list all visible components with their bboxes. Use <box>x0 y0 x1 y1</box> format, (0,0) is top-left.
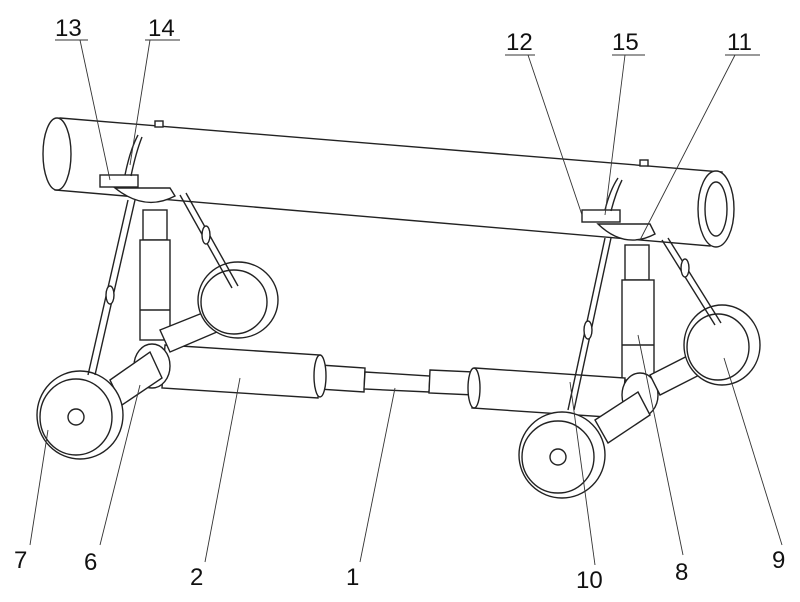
leader-lines <box>29 39 783 566</box>
label-13: 13 <box>55 15 82 42</box>
wheel-left-front <box>36 370 124 460</box>
label-6: 6 <box>84 549 97 576</box>
wheel-right-back <box>683 304 761 386</box>
right-clamp <box>581 177 656 241</box>
wheel-right-front <box>518 411 606 499</box>
label-11: 11 <box>727 29 752 56</box>
right-post <box>621 244 655 381</box>
label-15: 15 <box>612 29 639 56</box>
label-8: 8 <box>675 559 688 586</box>
main-pipe <box>42 117 735 248</box>
wheel-left-back <box>197 261 279 339</box>
right-arms <box>594 341 726 445</box>
label-1: 1 <box>346 564 359 591</box>
bottom-shaft <box>161 344 626 419</box>
label-14: 14 <box>148 15 175 42</box>
label-12: 12 <box>506 29 533 56</box>
label-2: 2 <box>190 564 203 591</box>
left-post <box>139 209 171 341</box>
label-7: 7 <box>14 547 27 574</box>
label-10: 10 <box>576 567 603 594</box>
tie-rods <box>87 192 722 411</box>
label-9: 9 <box>772 547 785 574</box>
